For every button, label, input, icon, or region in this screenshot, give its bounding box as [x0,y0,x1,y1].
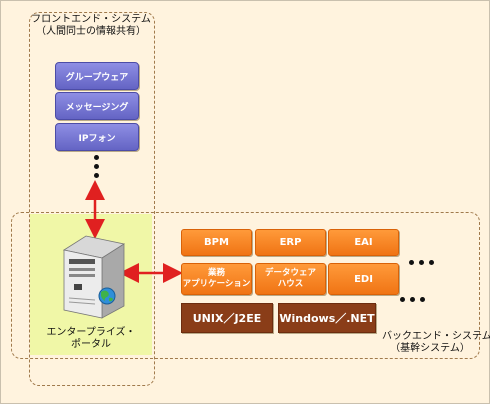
backend-title-line1: バックエンド・システム [382,331,490,342]
portal-label-line1: エンタープライズ・ [46,327,136,338]
data-warehouse-box: データウェア ハウス [255,263,326,295]
messaging-box: メッセージング [55,92,139,120]
ip-phone-box: IPフォン [55,123,139,151]
frontend-system-boundary [29,12,155,386]
groupware-box: グループウェア [55,62,139,90]
eai-box: EAI [328,229,399,256]
unix-j2ee-box: UNIX／J2EE [181,303,273,333]
edi-box: EDI [328,263,399,295]
bpm-box: BPM [181,229,252,256]
backend-title-line2: （基幹システム） [390,343,470,354]
portal-label: エンタープライズ・ ポータル [30,327,152,351]
data-warehouse-line2: ハウス [277,279,304,289]
frontend-title-line2: （人間同士の情報共有） [36,26,146,37]
frontend-title-line1: フロントエンド・システム [31,14,151,25]
data-warehouse-line1: データウェア [264,268,316,278]
business-application-line2: アプリケーション [182,279,251,289]
portal-label-line2: ポータル [71,339,111,350]
backend-more-dots-lower [400,297,425,302]
backend-more-dots-upper [409,260,434,265]
frontend-more-dots [94,155,100,182]
erp-box: ERP [255,229,326,256]
business-application-box: 業務 アプリケーション [181,263,252,295]
backend-title: バックエンド・システム （基幹システム） [382,331,490,355]
windows-dotnet-box: Windows／.NET [278,303,376,333]
frontend-title: フロントエンド・システム （人間同士の情報共有） [29,14,153,38]
backend-system-boundary [11,212,480,359]
business-application-line1: 業務 [207,268,225,278]
